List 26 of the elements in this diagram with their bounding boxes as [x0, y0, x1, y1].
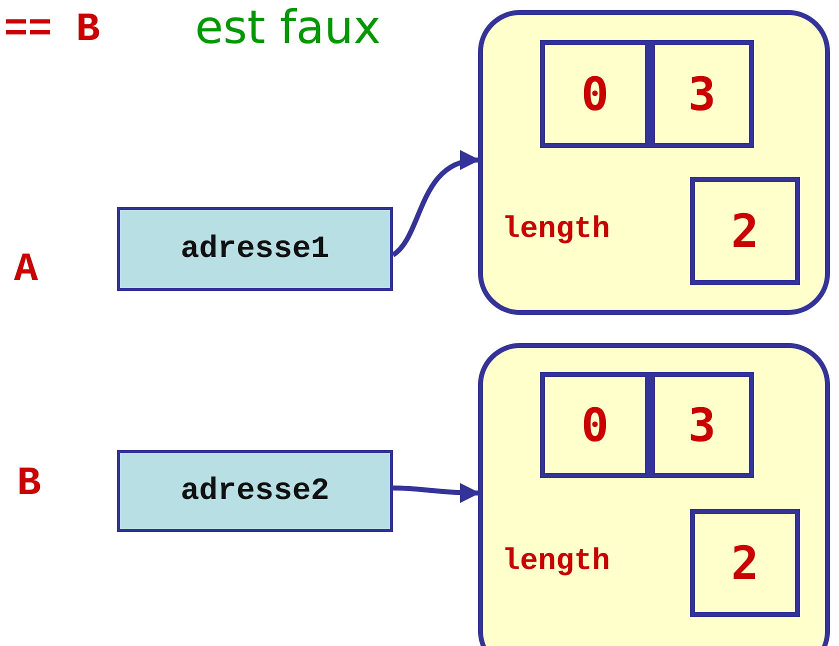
value-cell: [650, 40, 754, 148]
field-label: length: [502, 213, 610, 247]
value-cell: [690, 177, 800, 285]
value-cell: [650, 372, 754, 478]
value-text: 3: [688, 398, 716, 452]
comparison-note: est faux: [195, 0, 381, 54]
value-text: 0: [581, 67, 609, 121]
arrow: [392, 482, 480, 503]
address-text: adresse1: [180, 232, 330, 266]
pointer-box: [117, 207, 393, 291]
value-cell: [540, 372, 650, 478]
value-text: 3: [688, 67, 716, 121]
value-text: 0: [581, 398, 609, 452]
arrow: [391, 152, 480, 257]
field-label: length: [502, 545, 610, 579]
variable-name: B: [17, 462, 42, 507]
pointer-box: [117, 450, 393, 532]
array-object-panel: [478, 10, 830, 315]
value-cell: [690, 509, 800, 617]
operator-text: == B: [4, 8, 100, 53]
value-cell: [540, 40, 650, 148]
variable-name: A: [14, 248, 38, 293]
address-text: adresse2: [180, 474, 330, 508]
value-text: 2: [731, 204, 759, 258]
array-object-panel: [478, 343, 830, 646]
value-text: 2: [731, 536, 759, 590]
